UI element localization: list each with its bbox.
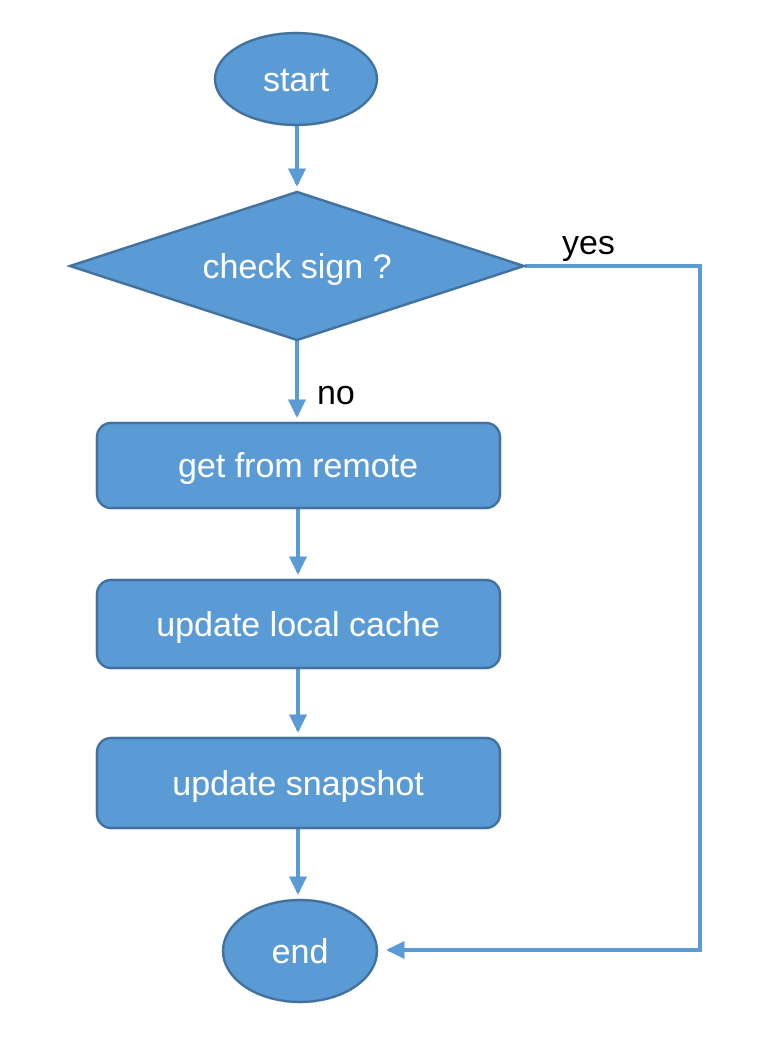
update-local-cache-label: update local cache xyxy=(156,606,440,644)
check-sign-label: check sign ? xyxy=(203,248,392,286)
node-start: start xyxy=(213,31,379,127)
node-get-from-remote: get from remote xyxy=(95,421,502,510)
edge-label-no: no xyxy=(317,374,355,412)
get-from-remote-rect xyxy=(95,421,502,510)
update-local-cache-rect xyxy=(95,578,502,670)
end-ellipse xyxy=(221,898,379,1004)
end-label: end xyxy=(272,933,329,971)
node-update-local-cache: update local cache xyxy=(95,578,502,670)
edge-decision-to-end xyxy=(386,264,702,960)
edge-label-yes: yes xyxy=(562,224,615,262)
get-from-remote-label: get from remote xyxy=(178,447,418,485)
start-label: start xyxy=(263,61,330,99)
check-sign-diamond xyxy=(65,190,529,342)
node-update-snapshot: update snapshot xyxy=(95,736,502,830)
node-check-sign: check sign ? xyxy=(65,190,529,342)
start-ellipse xyxy=(213,31,379,127)
node-end: end xyxy=(221,898,379,1004)
update-snapshot-label: update snapshot xyxy=(172,765,424,803)
update-snapshot-rect xyxy=(95,736,502,830)
